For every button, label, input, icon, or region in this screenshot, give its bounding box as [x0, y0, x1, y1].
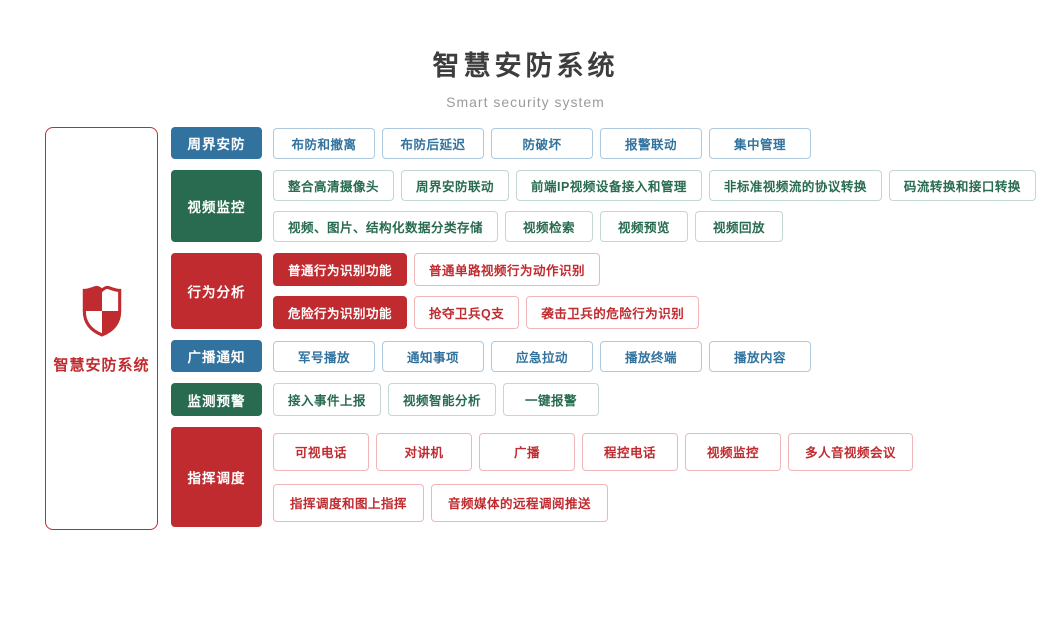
- items-line: 整合高清摄像头周界安防联动前端IP视频设备接入和管理非标准视频流的协议转换码流转…: [273, 170, 1036, 201]
- section-command-dispatch: 指挥调度可视电话对讲机广播程控电话视频监控多人音视频会议指挥调度和图上指挥音频媒…: [171, 427, 1036, 527]
- feature-item: 普通行为识别功能: [273, 253, 408, 286]
- feature-item: 音频媒体的远程调阅推送: [431, 483, 609, 522]
- items-line: 军号播放通知事项应急拉动播放终端播放内容: [273, 340, 811, 372]
- feature-item: 视频检索: [505, 211, 594, 242]
- items-behavior-analysis: 普通行为识别功能普通单路视频行为动作识别危险行为识别功能抢夺卫兵Q支袭击卫兵的危…: [273, 253, 700, 329]
- section-video-surveillance: 视频监控整合高清摄像头周界安防联动前端IP视频设备接入和管理非标准视频流的协议转…: [171, 170, 1036, 242]
- items-monitoring-warning: 接入事件上报视频智能分析一键报警: [273, 383, 600, 416]
- feature-item: 应急拉动: [491, 340, 593, 372]
- shield-icon: [82, 285, 121, 337]
- feature-item: 周界安防联动: [401, 170, 510, 201]
- feature-item: 广播: [479, 432, 575, 471]
- feature-item: 视频监控: [685, 432, 781, 471]
- feature-item: 视频预览: [600, 211, 689, 242]
- items-video-surveillance: 整合高清摄像头周界安防联动前端IP视频设备接入和管理非标准视频流的协议转换码流转…: [273, 170, 1036, 242]
- feature-item: 集中管理: [709, 127, 811, 159]
- items-line: 指挥调度和图上指挥音频媒体的远程调阅推送: [273, 483, 913, 522]
- feature-item: 一键报警: [503, 383, 600, 416]
- feature-item: 播放终端: [600, 340, 702, 372]
- category-video-surveillance: 视频监控: [171, 170, 262, 242]
- feature-item: 普通单路视频行为动作识别: [414, 253, 601, 286]
- section-broadcast-notification: 广播通知军号播放通知事项应急拉动播放终端播放内容: [171, 340, 1036, 372]
- category-command-dispatch: 指挥调度: [171, 427, 262, 527]
- items-broadcast-notification: 军号播放通知事项应急拉动播放终端播放内容: [273, 340, 811, 372]
- items-line: 危险行为识别功能抢夺卫兵Q支袭击卫兵的危险行为识别: [273, 296, 700, 329]
- category-perimeter-security: 周界安防: [171, 127, 262, 159]
- items-line: 视频、图片、结构化数据分类存储视频检索视频预览视频回放: [273, 211, 1036, 242]
- feature-item: 抢夺卫兵Q支: [414, 296, 520, 329]
- feature-item: 视频、图片、结构化数据分类存储: [273, 211, 499, 242]
- feature-item: 接入事件上报: [273, 383, 382, 416]
- feature-item: 布防后延迟: [382, 127, 484, 159]
- items-line: 接入事件上报视频智能分析一键报警: [273, 383, 600, 416]
- items-line: 布防和撤离布防后延迟防破坏报警联动集中管理: [273, 127, 811, 159]
- page-title: 智慧安防系统: [432, 51, 619, 81]
- feature-item: 非标准视频流的协议转换: [708, 170, 882, 201]
- category-monitoring-warning: 监测预警: [171, 383, 262, 416]
- feature-item: 防破坏: [491, 127, 593, 159]
- feature-item: 袭击卫兵的危险行为识别: [526, 296, 700, 329]
- feature-item: 整合高清摄像头: [273, 170, 395, 201]
- page-subtitle: Smart security system: [446, 94, 605, 110]
- feature-item: 前端IP视频设备接入和管理: [516, 170, 702, 201]
- feature-item: 视频智能分析: [388, 383, 497, 416]
- sections-column: 周界安防布防和撤离布防后延迟防破坏报警联动集中管理视频监控整合高清摄像头周界安防…: [171, 127, 1036, 538]
- feature-item: 军号播放: [273, 340, 375, 372]
- feature-item: 视频回放: [695, 211, 784, 242]
- page-header: 智慧安防系统 Smart security system: [0, 44, 1051, 110]
- feature-item: 危险行为识别功能: [273, 296, 408, 329]
- feature-item: 多人音视频会议: [788, 432, 914, 471]
- system-diagram: 智慧安防系统 周界安防布防和撤离布防后延迟防破坏报警联动集中管理视频监控整合高清…: [45, 127, 1036, 538]
- feature-item: 程控电话: [582, 432, 678, 471]
- category-behavior-analysis: 行为分析: [171, 253, 262, 329]
- items-perimeter-security: 布防和撤离布防后延迟防破坏报警联动集中管理: [273, 127, 811, 159]
- feature-item: 报警联动: [600, 127, 702, 159]
- feature-item: 指挥调度和图上指挥: [273, 483, 425, 522]
- items-command-dispatch: 可视电话对讲机广播程控电话视频监控多人音视频会议指挥调度和图上指挥音频媒体的远程…: [273, 427, 914, 527]
- category-broadcast-notification: 广播通知: [171, 340, 262, 372]
- section-perimeter-security: 周界安防布防和撤离布防后延迟防破坏报警联动集中管理: [171, 127, 1036, 159]
- section-behavior-analysis: 行为分析普通行为识别功能普通单路视频行为动作识别危险行为识别功能抢夺卫兵Q支袭击…: [171, 253, 1036, 329]
- feature-item: 播放内容: [709, 340, 811, 372]
- feature-item: 布防和撤离: [273, 127, 375, 159]
- feature-item: 可视电话: [273, 432, 369, 471]
- feature-item: 码流转换和接口转换: [888, 170, 1036, 201]
- feature-item: 对讲机: [376, 432, 472, 471]
- items-line: 普通行为识别功能普通单路视频行为动作识别: [273, 253, 699, 286]
- section-monitoring-warning: 监测预警接入事件上报视频智能分析一键报警: [171, 383, 1036, 416]
- feature-item: 通知事项: [382, 340, 484, 372]
- items-line: 可视电话对讲机广播程控电话视频监控多人音视频会议: [273, 432, 914, 471]
- root-label: 智慧安防系统: [53, 356, 150, 374]
- root-panel: 智慧安防系统: [45, 127, 158, 530]
